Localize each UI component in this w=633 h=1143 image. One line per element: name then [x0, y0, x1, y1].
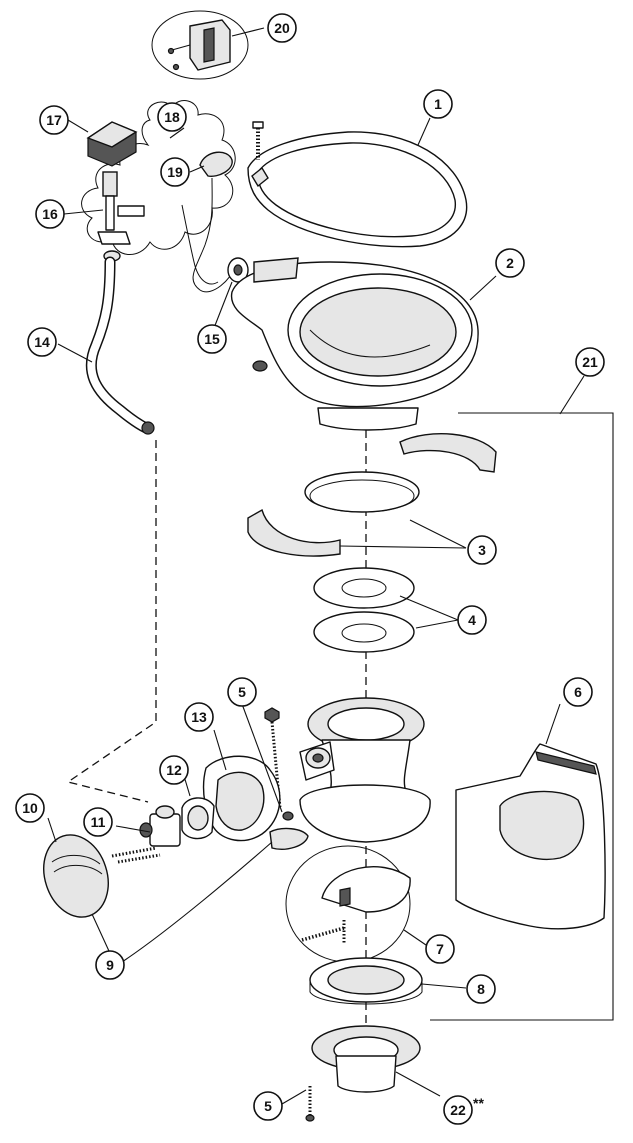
svg-text:18: 18	[164, 109, 180, 125]
svg-text:10: 10	[22, 800, 38, 816]
part-20-inset	[151, 10, 249, 80]
callout-6: 6	[563, 677, 593, 707]
part-4-gaskets	[313, 567, 415, 653]
hose-route-line	[66, 440, 157, 803]
callout-5-upper: 5	[227, 677, 257, 707]
svg-text:16: 16	[42, 206, 58, 222]
part-14-hose	[85, 256, 155, 435]
part-16-valve-stem	[97, 171, 145, 262]
callout-3: 3	[467, 535, 497, 565]
part-2-bowl	[230, 257, 479, 431]
callout-16: 16	[35, 199, 65, 229]
part-21-bracket	[430, 412, 614, 1021]
svg-text:12: 12	[166, 762, 182, 778]
part-3-clamp-ring	[247, 433, 497, 557]
svg-text:17: 17	[46, 112, 62, 128]
callout-11: 11	[83, 807, 113, 837]
part-1-seat-cover	[247, 121, 468, 272]
svg-text:6: 6	[574, 684, 582, 700]
part-19-sprayer	[181, 151, 235, 293]
part-5-bolt-upper	[264, 707, 294, 821]
callout-18: 18	[157, 102, 187, 132]
part-13-pedal-housing	[202, 755, 309, 850]
svg-text:20: 20	[274, 20, 290, 36]
part-11-water-valve	[111, 805, 181, 864]
callout-20: 20	[267, 13, 297, 43]
svg-text:11: 11	[91, 814, 106, 830]
part-7-flush-ball	[285, 845, 411, 963]
base-flush-body	[299, 697, 431, 843]
part-22-floor-flange	[311, 1025, 421, 1093]
part-6-shroud	[455, 743, 606, 930]
leader-lines	[47, 27, 585, 1105]
svg-text:3: 3	[478, 542, 486, 558]
svg-text:22: 22	[450, 1102, 466, 1118]
callout-9: 9	[95, 950, 125, 980]
svg-text:8: 8	[477, 981, 485, 997]
part-10-pedal-cover	[43, 834, 109, 918]
callout-8: 8	[466, 974, 496, 1004]
callout-17: 17	[39, 105, 69, 135]
svg-text:13: 13	[191, 709, 207, 725]
svg-text:7: 7	[436, 941, 444, 957]
callout-15: 15	[197, 324, 227, 354]
footnote-marker: **	[473, 1095, 484, 1111]
callout-12: 12	[159, 755, 189, 785]
callout-7: 7	[425, 934, 455, 964]
svg-text:5: 5	[238, 684, 246, 700]
callout-21: 21	[575, 347, 605, 377]
callout-14: 14	[27, 327, 57, 357]
callout-10: 10	[15, 793, 45, 823]
callout-4: 4	[457, 605, 487, 635]
part-12-valve	[181, 797, 215, 840]
part-15-grommet	[227, 257, 249, 283]
callout-19: 19	[160, 157, 190, 187]
part-8-flange-ring	[309, 957, 423, 1005]
part-5-bolt-lower	[305, 1086, 315, 1122]
part-18-cloud	[81, 100, 236, 255]
svg-text:1: 1	[434, 96, 442, 112]
callout-22: 22	[443, 1095, 473, 1125]
callout-1: 1	[423, 89, 453, 119]
part-17-cap	[86, 121, 138, 167]
callout-13: 13	[184, 702, 214, 732]
svg-text:15: 15	[204, 331, 220, 347]
svg-text:9: 9	[106, 957, 114, 973]
callout-5-lower: 5	[253, 1091, 283, 1121]
svg-text:14: 14	[34, 334, 50, 350]
svg-text:19: 19	[167, 164, 183, 180]
svg-text:2: 2	[506, 255, 514, 271]
svg-text:4: 4	[468, 612, 476, 628]
svg-text:21: 21	[582, 354, 598, 370]
callout-2: 2	[495, 248, 525, 278]
svg-text:5: 5	[264, 1098, 272, 1114]
